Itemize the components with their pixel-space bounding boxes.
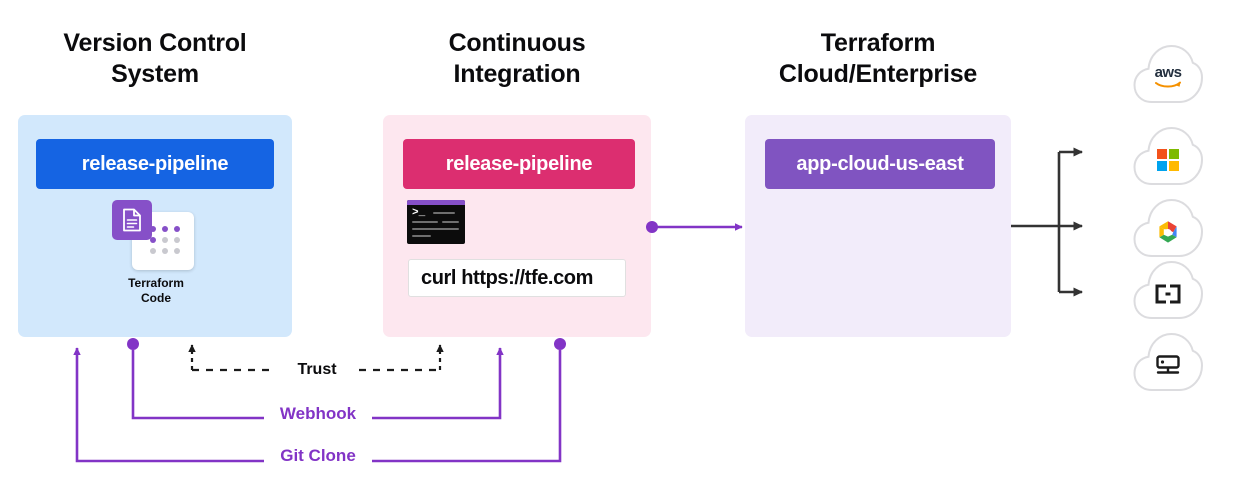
google-cloud-icon xyxy=(1132,196,1204,260)
bracket-link-icon xyxy=(1155,284,1181,303)
connector-label-git-clone: Git Clone xyxy=(268,446,368,466)
generic-cloud-icon xyxy=(1132,258,1204,322)
document-icon xyxy=(112,200,152,240)
provider-aws[interactable]: aws xyxy=(1132,42,1204,106)
provider-on-prem[interactable] xyxy=(1132,330,1204,394)
cloud-outline-icon xyxy=(1133,44,1204,103)
column-heading-vcs: Version Control System xyxy=(63,29,247,88)
dot-grid-icon xyxy=(150,226,184,256)
terminal-titlebar xyxy=(407,200,465,205)
connector-label-webhook: Webhook xyxy=(268,404,368,424)
provider-other-cloud[interactable] xyxy=(1132,258,1204,322)
aws-wordmark: aws xyxy=(1154,64,1182,81)
on-prem-server-icon xyxy=(1156,354,1180,374)
terminal-prompt: >_ xyxy=(412,207,426,219)
wire-tfc-to-providers xyxy=(1011,147,1083,297)
terminal-icon: >_ xyxy=(407,200,465,244)
column-heading-ci: Continuous Integration xyxy=(448,29,586,88)
wire-webhook xyxy=(127,338,504,420)
provider-azure[interactable] xyxy=(1132,124,1204,188)
terraform-code-asset: Terraform Code xyxy=(110,200,202,305)
wire-ci-to-tfc xyxy=(646,221,743,233)
provider-gcp[interactable] xyxy=(1132,196,1204,260)
wire-git-clone xyxy=(73,338,566,463)
cloud-outline-icon xyxy=(1133,332,1204,391)
aws-cloud-icon: aws xyxy=(1132,42,1204,106)
server-icon xyxy=(1132,330,1204,394)
azure-cloud-icon xyxy=(1132,124,1204,188)
chip-vcs-release-pipeline[interactable]: release-pipeline xyxy=(36,139,274,189)
chip-tfc-app-cloud-us-east[interactable]: app-cloud-us-east xyxy=(765,139,995,189)
curl-command-text: curl https://tfe.com xyxy=(421,266,594,289)
column-heading-tfc: Terraform Cloud/Enterprise xyxy=(778,29,978,88)
terraform-code-label: Terraform Code xyxy=(128,276,184,305)
chip-ci-release-pipeline[interactable]: release-pipeline xyxy=(403,139,635,189)
microsoft-logo-icon xyxy=(1157,148,1179,171)
cloud-outline-icon xyxy=(1133,260,1204,319)
cloud-outline-icon xyxy=(1133,126,1204,185)
aws-smile-icon xyxy=(1154,81,1181,88)
connector-label-trust: Trust xyxy=(281,360,353,380)
curl-command-field[interactable]: curl https://tfe.com xyxy=(408,259,626,297)
wire-trust xyxy=(188,344,444,372)
gcp-logo-icon xyxy=(1159,220,1177,243)
